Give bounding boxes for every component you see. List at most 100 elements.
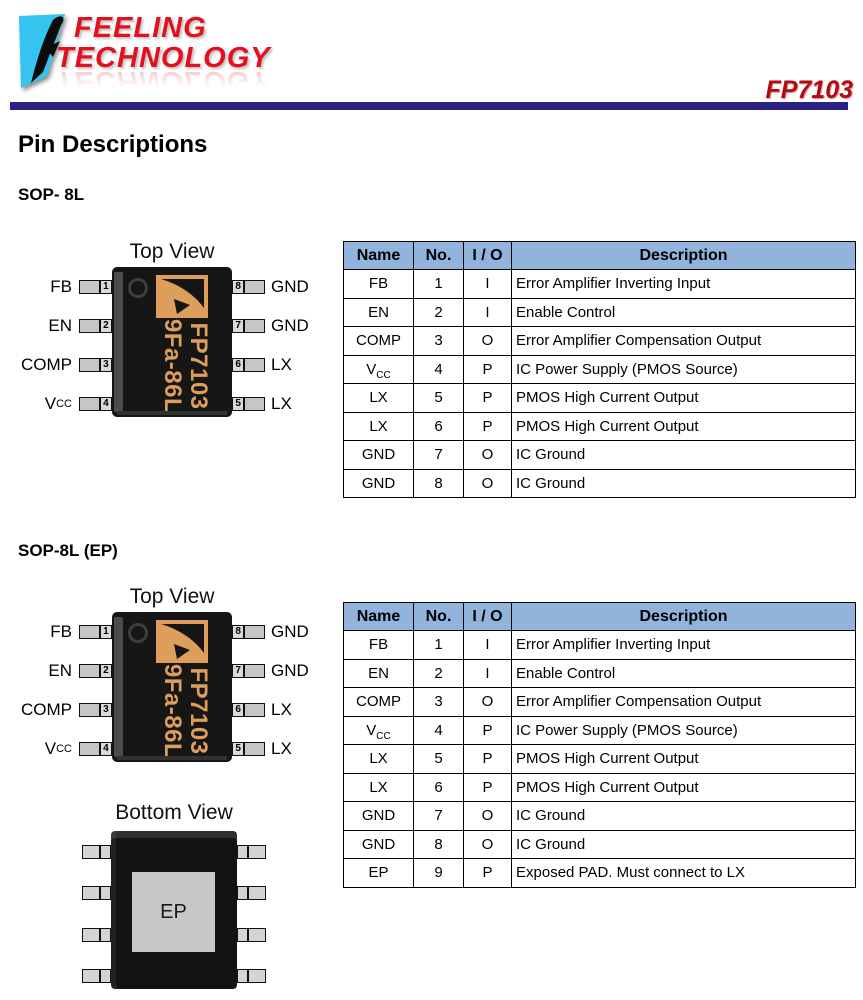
pin-number: 7 <box>232 318 245 333</box>
column-header: No. <box>413 241 464 270</box>
pin-number: 4 <box>99 396 112 411</box>
pin-lead <box>248 844 266 859</box>
pin-number: 2 <box>99 663 112 678</box>
pin-lead <box>79 279 100 294</box>
pin-label-right: GND <box>271 315 309 335</box>
pin-number: 3 <box>99 702 112 717</box>
chip-logo-icon <box>156 275 208 318</box>
pin-label-left: EN <box>48 660 72 680</box>
exposed-pad: EP <box>132 872 215 952</box>
pin-lead-tip <box>100 886 111 901</box>
pin-lead-right: 5 <box>232 396 265 411</box>
pin-lead <box>248 927 266 942</box>
cell-number: 1 <box>413 630 464 660</box>
cell-io: P <box>463 744 512 774</box>
feeling-logo-icon <box>19 14 65 88</box>
cell-io: I <box>463 269 512 299</box>
cell-number: 2 <box>413 297 464 327</box>
column-header: I / O <box>463 241 512 270</box>
pin-label-left: FB <box>50 621 72 641</box>
pin-lead-tip <box>237 844 248 859</box>
cell-description: Error Amplifier Inverting Input <box>511 630 856 660</box>
cell-io: P <box>463 411 512 441</box>
pin-label-left: COMP <box>21 354 72 374</box>
pin-number: 8 <box>232 279 245 294</box>
cell-description: PMOS High Current Output <box>511 411 856 441</box>
pin-lead-right: 7 <box>232 663 265 678</box>
pin-number: 3 <box>99 357 112 372</box>
pin-number: 5 <box>232 396 245 411</box>
column-header: No. <box>413 602 464 631</box>
pin-label-left: EN <box>48 315 72 335</box>
cell-io: P <box>463 715 512 745</box>
cell-number: 5 <box>413 744 464 774</box>
pin-lead-right: 7 <box>232 318 265 333</box>
cell-name: EP <box>343 858 414 888</box>
pin-lead <box>79 396 100 411</box>
pin-lead-left <box>81 969 111 984</box>
cell-io: O <box>463 326 512 356</box>
pin-lead <box>244 624 265 639</box>
cell-io: O <box>463 440 512 470</box>
pin-number: 1 <box>99 624 112 639</box>
pin-lead <box>82 886 100 901</box>
cell-name: COMP <box>343 326 414 356</box>
cell-number: 4 <box>413 715 464 745</box>
cell-name: LX <box>343 744 414 774</box>
part-number: FP7103 <box>765 76 853 104</box>
column-header: Name <box>343 241 414 270</box>
pin-lead-left: 4 <box>79 741 112 756</box>
cell-description: IC Power Supply (PMOS Source) <box>511 715 856 745</box>
pin-number: 6 <box>232 357 245 372</box>
pin-label-right: GND <box>271 276 309 296</box>
cell-name: COMP <box>343 687 414 717</box>
header-rule <box>10 102 848 110</box>
cell-description: PMOS High Current Output <box>511 383 856 413</box>
cell-number: 8 <box>413 829 464 859</box>
pin-lead <box>244 702 265 717</box>
pin-lead-right: 6 <box>232 357 265 372</box>
cell-name: EN <box>343 658 414 688</box>
pin-lead-left <box>81 886 111 901</box>
pin1-marker-dot <box>128 623 148 643</box>
pin-lead <box>244 357 265 372</box>
pin-label-right: GND <box>271 660 309 680</box>
cell-io: I <box>463 297 512 327</box>
cell-number: 7 <box>413 801 464 831</box>
cell-io: P <box>463 354 512 384</box>
pin-number: 5 <box>232 741 245 756</box>
cell-description: Exposed PAD. Must connect to LX <box>511 858 856 888</box>
column-header: Name <box>343 602 414 631</box>
pin-lead <box>244 279 265 294</box>
cell-name: LX <box>343 383 414 413</box>
cell-name: FB <box>343 269 414 299</box>
cell-name: GND <box>343 801 414 831</box>
pin-lead-right <box>237 969 267 984</box>
pin-lead <box>82 844 100 859</box>
pin-lead <box>244 396 265 411</box>
section-heading-sop8l: SOP- 8L <box>18 185 85 204</box>
cell-description: PMOS High Current Output <box>511 772 856 802</box>
pin-label-right: LX <box>271 354 292 374</box>
cell-number: 1 <box>413 269 464 299</box>
pin-lead-tip <box>237 927 248 942</box>
pin-lead <box>82 927 100 942</box>
pin-lead <box>79 702 100 717</box>
pin-lead <box>82 969 100 984</box>
